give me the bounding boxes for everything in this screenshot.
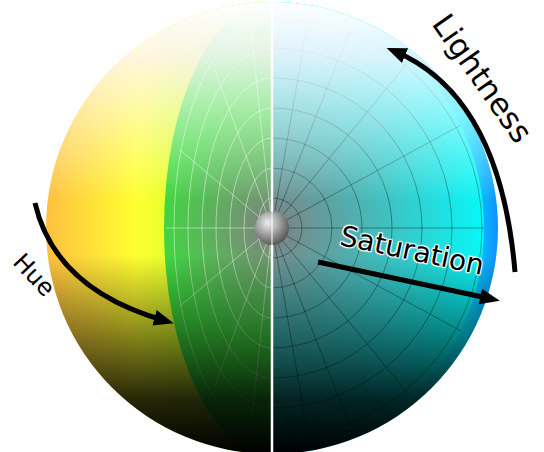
- hue-arrow: [35, 203, 166, 321]
- sphere: [40, 0, 510, 452]
- lightness-shading: [40, 0, 510, 452]
- lightness-axis: [271, 211, 273, 245]
- center-ball: [255, 211, 289, 245]
